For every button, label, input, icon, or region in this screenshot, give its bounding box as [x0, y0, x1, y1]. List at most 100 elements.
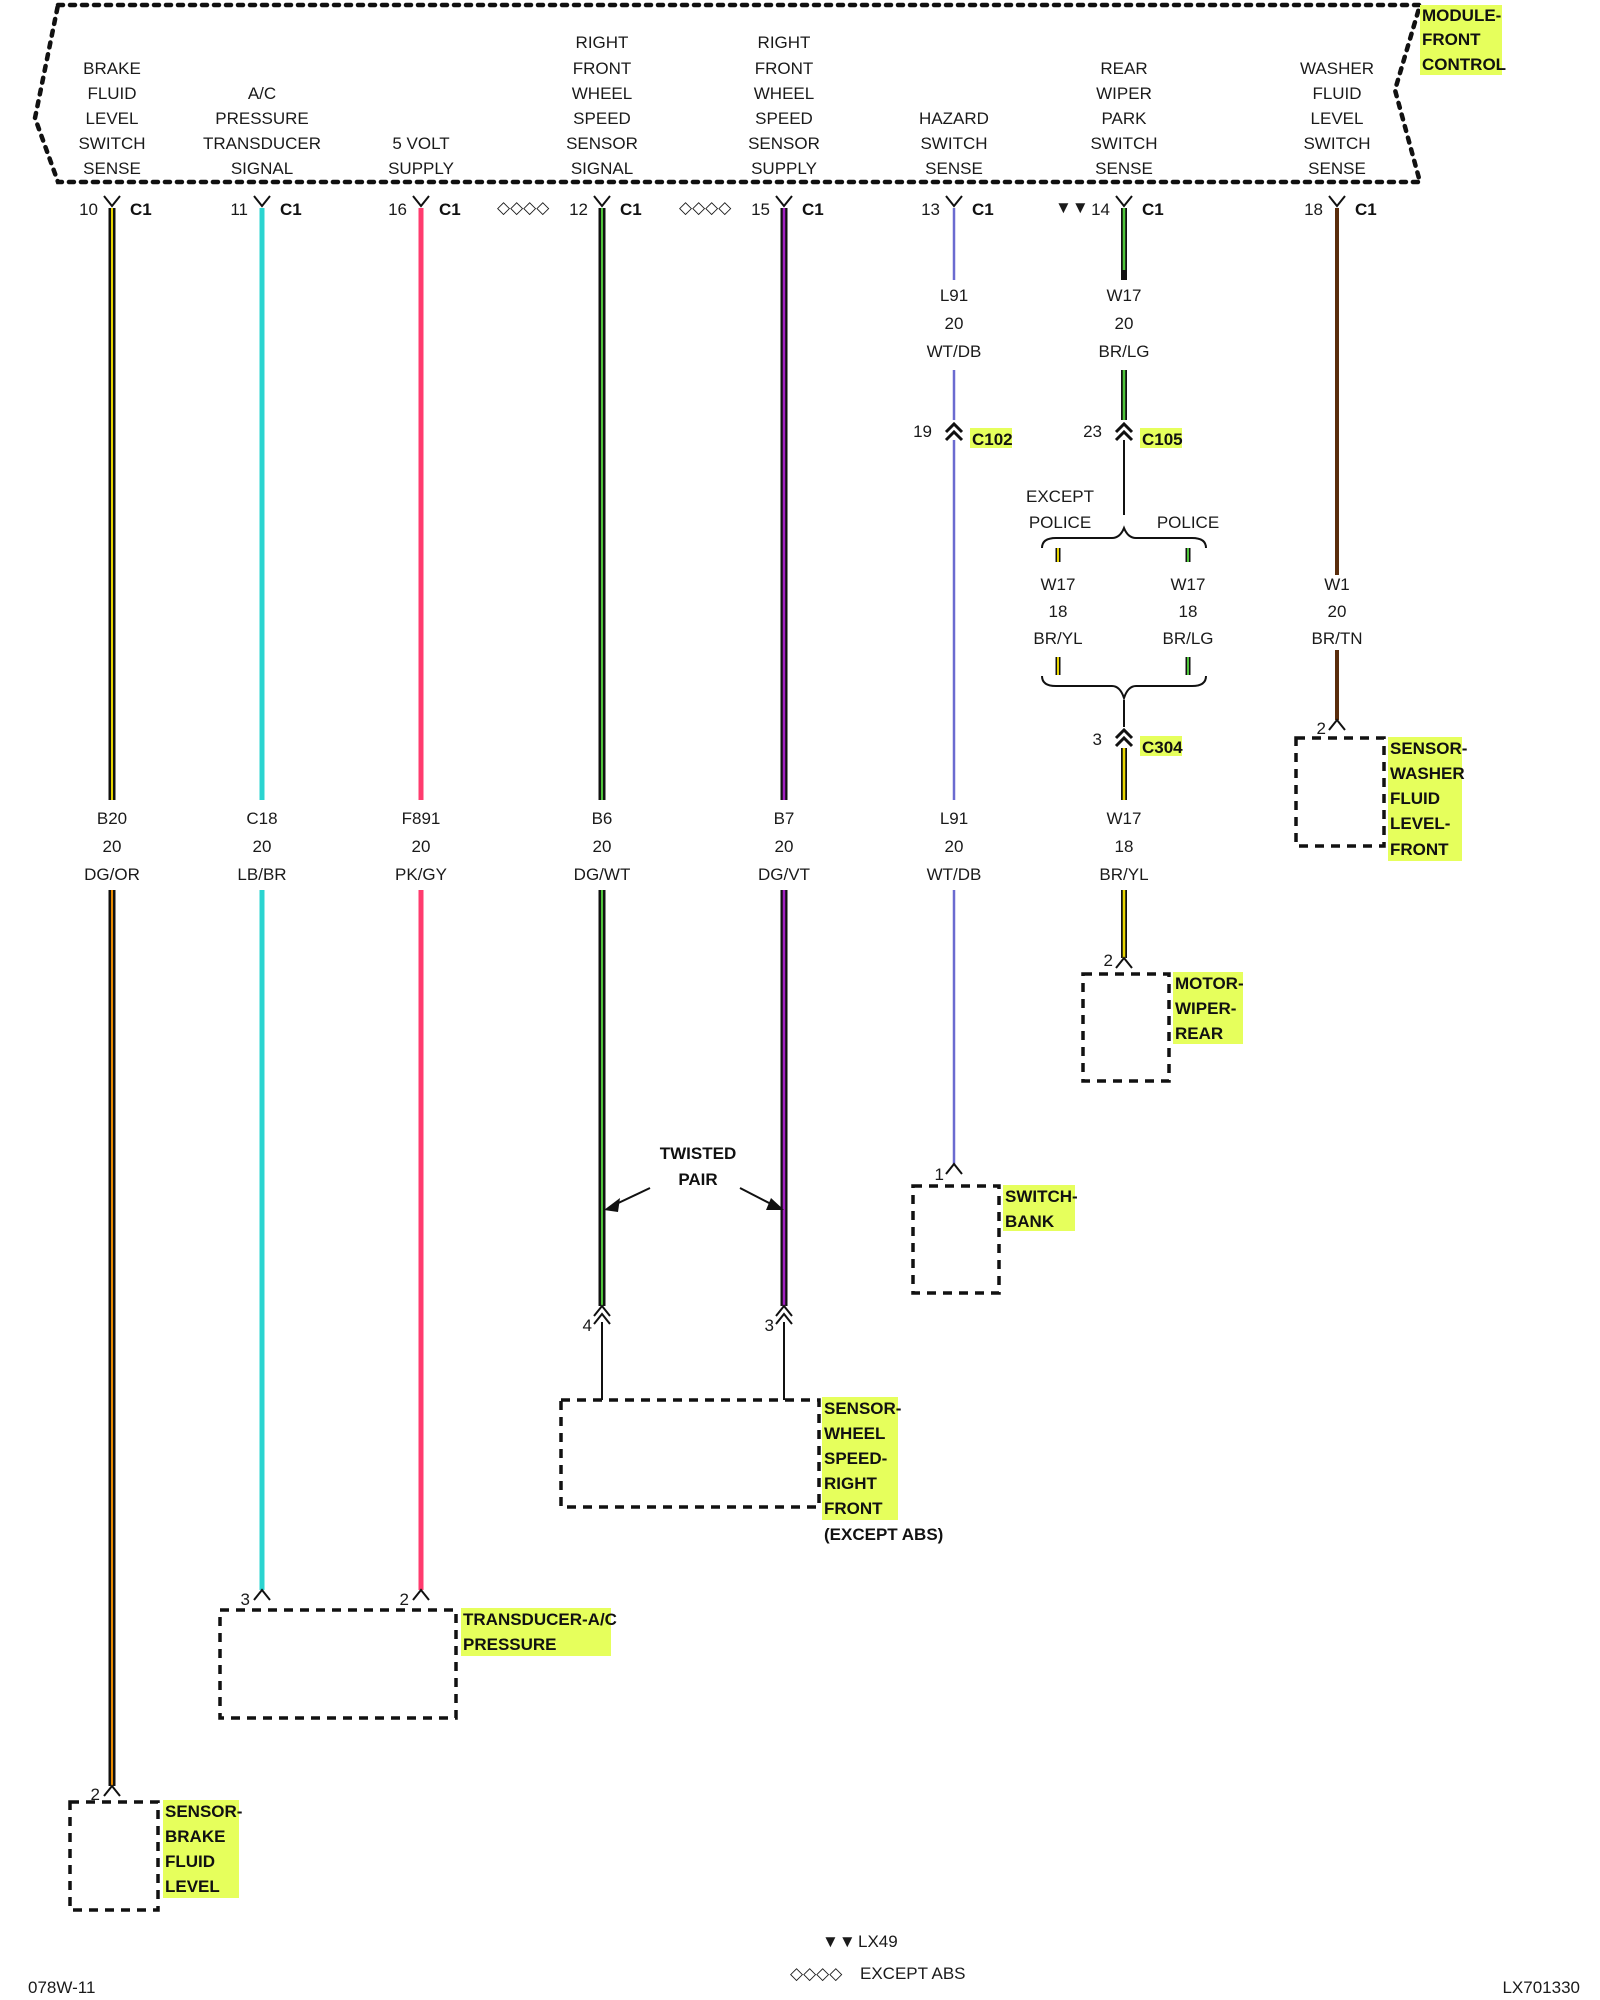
connector-c304-chevron: [1114, 727, 1134, 748]
svg-text:2: 2: [1104, 951, 1113, 970]
pin-number-brake: 10: [79, 200, 98, 219]
terminal-five-volt: [412, 195, 430, 208]
wss-terminal-3: [775, 1304, 793, 1325]
svg-text:WT/DB: WT/DB: [927, 865, 982, 884]
svg-text:SENSE: SENSE: [1095, 159, 1153, 178]
svg-text:C1: C1: [972, 200, 994, 219]
svg-text:B20: B20: [97, 809, 127, 828]
svg-text:20: 20: [775, 837, 794, 856]
svg-text:SPEED: SPEED: [573, 109, 631, 128]
svg-text:C1: C1: [130, 200, 152, 219]
svg-text:C1: C1: [1142, 200, 1164, 219]
svg-text:W17: W17: [1041, 575, 1076, 594]
lx49-marker-pin-14: ▼▼: [1055, 198, 1089, 217]
svg-text:WHEEL: WHEEL: [572, 84, 632, 103]
connector-c1-labels: C1 C1 C1 C1 C1 C1 C1 C1: [130, 200, 1377, 219]
svg-text:3: 3: [241, 1590, 250, 1609]
wire-labels-upper: L91 20 WT/DB W17 20 BR/LG W17 18 BR/YL W…: [927, 286, 1363, 648]
connector-c102-name: C102: [972, 430, 1013, 449]
svg-text:20: 20: [593, 837, 612, 856]
svg-text:20: 20: [945, 837, 964, 856]
svg-text:FLUID: FLUID: [1390, 789, 1440, 808]
component-name-washer-sensor: SENSOR- WASHER FLUID LEVEL- FRONT: [1388, 737, 1467, 861]
svg-text:FLUID: FLUID: [165, 1852, 215, 1871]
module-outline: [32, 2, 1424, 185]
svg-text:2: 2: [1317, 719, 1326, 738]
svg-text:RIGHT: RIGHT: [758, 33, 811, 52]
svg-text:W17: W17: [1107, 809, 1142, 828]
branch-labels: EXCEPT POLICE POLICE: [1026, 487, 1219, 532]
except-abs-marker-pin-15: ◇◇◇◇: [679, 198, 732, 217]
svg-text:FRONT: FRONT: [1390, 840, 1449, 859]
svg-text:SUPPLY: SUPPLY: [751, 159, 817, 178]
svg-text:C1: C1: [439, 200, 461, 219]
svg-text:BANK: BANK: [1005, 1212, 1055, 1231]
terminal-ac: [253, 195, 271, 208]
legend: ▼▼ LX49 ◇◇◇◇ EXCEPT ABS: [790, 1932, 966, 1983]
svg-text:BR/LG: BR/LG: [1162, 629, 1213, 648]
svg-text:C1: C1: [802, 200, 824, 219]
svg-text:W17: W17: [1171, 575, 1206, 594]
svg-text:SWITCH: SWITCH: [1090, 134, 1157, 153]
pin-label-brake: BRAKE FLUID LEVEL SWITCH SENSE: [78, 59, 145, 178]
svg-text:SUPPLY: SUPPLY: [388, 159, 454, 178]
svg-text:C1: C1: [620, 200, 642, 219]
wire-labels-lower: B20 20 DG/OR C18 20 LB/BR F891 20 PK/GY …: [84, 809, 1148, 884]
svg-text:20: 20: [1115, 314, 1134, 333]
svg-text:FRONT: FRONT: [755, 59, 814, 78]
connector-c304-name: C304: [1142, 738, 1183, 757]
svg-text:BRAKE: BRAKE: [83, 59, 141, 78]
pin-label-washer: WASHER FLUID LEVEL SWITCH SENSE: [1300, 59, 1374, 178]
svg-text:PARK: PARK: [1101, 109, 1147, 128]
svg-text:PRESSURE: PRESSURE: [463, 1635, 557, 1654]
svg-text:FRONT: FRONT: [573, 59, 632, 78]
svg-text:LEVEL: LEVEL: [1311, 109, 1364, 128]
svg-text:SENSOR: SENSOR: [748, 134, 820, 153]
svg-text:HAZARD: HAZARD: [919, 109, 989, 128]
except-abs-marker-pin-12: ◇◇◇◇: [497, 198, 550, 217]
pin-number-hazard: 13: [921, 200, 940, 219]
svg-text:MOTOR-: MOTOR-: [1175, 974, 1244, 993]
pin-label-wss-supply: RIGHT FRONT WHEEL SPEED SENSOR SUPPLY: [748, 33, 820, 178]
connector-c105-chevron: [1114, 421, 1134, 442]
svg-text:SWITCH: SWITCH: [78, 134, 145, 153]
svg-text:DG/WT: DG/WT: [574, 865, 631, 884]
transducer-terminal-3: [253, 1588, 271, 1601]
washer-sensor-box: [1294, 736, 1386, 848]
svg-text:18: 18: [1179, 602, 1198, 621]
svg-text:B6: B6: [592, 809, 613, 828]
svg-text:2: 2: [400, 1590, 409, 1609]
svg-text:FRONT: FRONT: [824, 1499, 883, 1518]
svg-text:SENSE: SENSE: [83, 159, 141, 178]
svg-text:PAIR: PAIR: [678, 1170, 717, 1189]
module-name-line-1: MODULE-: [1422, 6, 1501, 25]
svg-text:SPEED-: SPEED-: [824, 1449, 887, 1468]
brake-sensor-terminal: [103, 1784, 121, 1797]
pin-number-ac: 11: [230, 200, 248, 219]
svg-text:REAR: REAR: [1175, 1024, 1223, 1043]
inline-connector-labels: 19 C102 23 C105 3 C304: [913, 422, 1183, 757]
upper-brace: [1041, 525, 1207, 549]
legend-text-except-abs: EXCEPT ABS: [860, 1964, 966, 1983]
branch-label-except-police: POLICE: [1029, 513, 1091, 532]
svg-text:SENSE: SENSE: [925, 159, 983, 178]
terminal-hazard: [945, 195, 963, 208]
component-name-brake-sensor: SENSOR- BRAKE FLUID LEVEL: [163, 1800, 242, 1898]
svg-text:W1: W1: [1324, 575, 1350, 594]
transducer-terminal-2: [412, 1588, 430, 1601]
pin-number-rear-wiper: 14: [1091, 200, 1110, 219]
svg-text:W17: W17: [1107, 286, 1142, 305]
module-name-line-2: FRONT: [1422, 30, 1481, 49]
svg-text:SENSOR-: SENSOR-: [824, 1399, 901, 1418]
svg-text:TRANSDUCER: TRANSDUCER: [203, 134, 321, 153]
branch-label-except: EXCEPT: [1026, 487, 1094, 506]
svg-text:RIGHT: RIGHT: [576, 33, 629, 52]
svg-text:BR/TN: BR/TN: [1312, 629, 1363, 648]
footer-page-id: 078W-11: [28, 1978, 95, 1997]
svg-text:FLUID: FLUID: [1312, 84, 1361, 103]
component-name-wheel-speed-sensor: SENSOR- WHEEL SPEED- RIGHT FRONT (EXCEPT…: [822, 1397, 943, 1544]
connector-c105-pin: 23: [1083, 422, 1102, 441]
svg-text:SWITCH: SWITCH: [920, 134, 987, 153]
svg-text:20: 20: [103, 837, 122, 856]
